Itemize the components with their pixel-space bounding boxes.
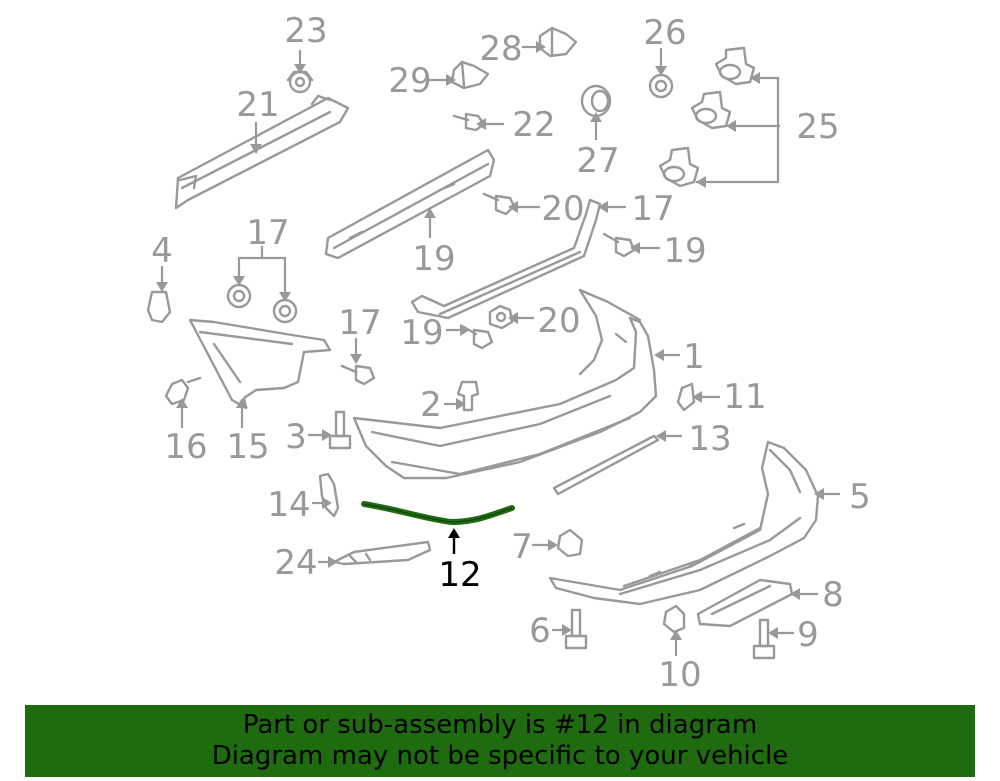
callout-28: 26 bbox=[643, 13, 686, 53]
callout-10: 10 bbox=[658, 655, 701, 695]
callout-20: 20 bbox=[537, 301, 580, 341]
callout-1: 1 bbox=[683, 337, 705, 377]
part-29-grommet bbox=[580, 84, 612, 118]
callout-15: 15 bbox=[226, 427, 269, 467]
banner-line-1: Part or sub-assembly is #12 in diagram bbox=[242, 710, 758, 740]
part-10-clip bbox=[662, 604, 686, 634]
callout-7: 7 bbox=[511, 527, 533, 567]
callout-27: 25 bbox=[796, 107, 839, 147]
part-14-bracket bbox=[318, 472, 340, 518]
part-21-absorber bbox=[324, 148, 496, 260]
callout-16-left: 16 bbox=[164, 427, 207, 467]
part-20-nut bbox=[488, 304, 514, 330]
callout-19-upper: 19 bbox=[663, 231, 706, 271]
part-6-bolt bbox=[564, 608, 588, 650]
part-16-bolt-right bbox=[340, 364, 376, 386]
part-31-clip bbox=[450, 60, 490, 90]
callout-labels: 23 21 29 28 22 27 26 25 20 17 19 19 4 17… bbox=[151, 11, 871, 695]
part-16-bolt-left bbox=[164, 376, 202, 406]
part-15-side-bracket bbox=[188, 318, 332, 410]
part-4-retainer bbox=[146, 290, 172, 324]
part-5-valance bbox=[548, 440, 820, 606]
callout-13: 13 bbox=[688, 419, 731, 459]
callout-26: 24 bbox=[274, 543, 317, 583]
part-26-strip bbox=[332, 540, 432, 566]
part-13-molding bbox=[552, 434, 660, 496]
callout-23: 21 bbox=[236, 85, 279, 125]
leader-lines bbox=[156, 41, 840, 656]
part-28-ring bbox=[648, 73, 674, 99]
parts-diagram: 23 21 29 28 22 27 26 25 20 17 19 19 4 17… bbox=[146, 11, 871, 695]
part-11-cover bbox=[676, 382, 696, 412]
callout-14: 14 bbox=[267, 485, 310, 525]
part-7-clip bbox=[556, 528, 584, 558]
part-2-bolt bbox=[456, 380, 480, 412]
part-8-skid-plate bbox=[696, 578, 794, 628]
callout-12: 12 bbox=[438, 555, 481, 595]
callout-24: 22 bbox=[512, 105, 555, 145]
part-3-stud bbox=[328, 410, 352, 450]
part-9-bolt bbox=[752, 618, 776, 660]
part-27-sensors bbox=[658, 46, 756, 188]
part-1-bumper-cover bbox=[352, 288, 658, 480]
callout-11: 11 bbox=[723, 377, 766, 417]
callout-25: 23 bbox=[284, 11, 327, 51]
part-24-bolt bbox=[452, 112, 486, 132]
part-12-reflector-strip bbox=[361, 501, 515, 526]
part-30-clip bbox=[538, 26, 578, 58]
callout-21: 19 bbox=[412, 239, 455, 279]
part-19-bolt-upper bbox=[602, 232, 636, 258]
callout-30: 28 bbox=[479, 29, 522, 69]
callout-8: 8 bbox=[822, 575, 844, 615]
callout-31: 29 bbox=[388, 61, 431, 101]
banner-line-2: Diagram may not be specific to your vehi… bbox=[211, 741, 789, 771]
callout-17: 17 bbox=[246, 213, 289, 253]
callout-29: 27 bbox=[576, 141, 619, 181]
part-22-bolt bbox=[482, 192, 516, 216]
part-18-bracket bbox=[410, 198, 602, 320]
callout-6: 6 bbox=[529, 611, 551, 651]
callout-5: 5 bbox=[849, 477, 871, 517]
part-25-nut bbox=[286, 70, 314, 94]
callout-18: 17 bbox=[631, 189, 674, 229]
callout-16-right: 17 bbox=[338, 303, 381, 343]
callout-4: 4 bbox=[151, 231, 173, 271]
callout-3: 3 bbox=[285, 417, 307, 457]
callout-9: 9 bbox=[797, 615, 819, 655]
callout-22: 20 bbox=[541, 189, 584, 229]
info-banner: Part or sub-assembly is #12 in diagram D… bbox=[25, 705, 975, 777]
callout-2: 2 bbox=[420, 385, 442, 425]
callout-19-lower: 19 bbox=[400, 313, 443, 353]
